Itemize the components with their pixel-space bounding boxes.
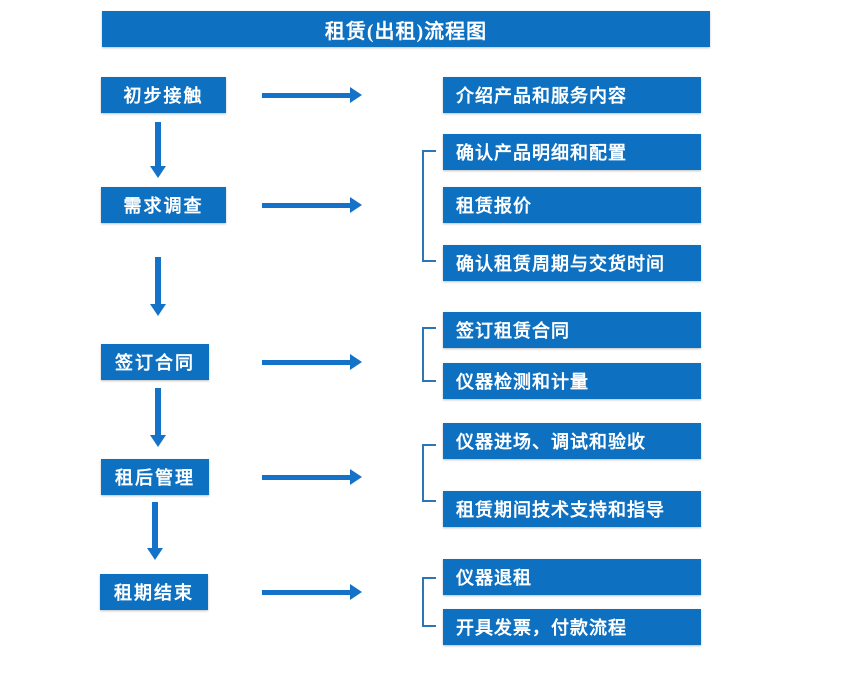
detail-box-return: 仪器退租 xyxy=(443,559,701,595)
detail-box-install-accept: 仪器进场、调试和验收 xyxy=(443,423,701,459)
arrow-right-icon xyxy=(262,469,362,485)
arrow-down-icon xyxy=(150,257,166,316)
chart-title-bar: 租赁(出租)流程图 xyxy=(102,11,710,47)
detail-box-rental-quote: 租赁报价 xyxy=(443,187,701,223)
step-box-initial-contact: 初步接触 xyxy=(101,77,226,113)
arrow-down-icon xyxy=(147,502,163,560)
detail-box-tech-support: 租赁期间技术支持和指导 xyxy=(443,491,701,527)
detail-box-sign-lease: 签订租赁合同 xyxy=(443,312,701,348)
detail-box-confirm-period: 确认租赁周期与交货时间 xyxy=(443,245,701,281)
arrow-right-icon xyxy=(262,197,362,213)
detail-box-confirm-config: 确认产品明细和配置 xyxy=(443,134,701,170)
detail-box-intro-products: 介绍产品和服务内容 xyxy=(443,77,701,113)
detail-box-instrument-test: 仪器检测和计量 xyxy=(443,363,701,399)
group-bracket xyxy=(422,444,436,502)
arrow-right-icon xyxy=(262,87,362,103)
arrow-down-icon xyxy=(150,122,166,178)
arrow-right-icon xyxy=(262,354,362,370)
chart-title: 租赁(出租)流程图 xyxy=(324,20,488,43)
step-box-lease-end: 租期结束 xyxy=(100,574,208,610)
arrow-right-icon xyxy=(262,584,362,600)
step-box-post-rental: 租后管理 xyxy=(101,459,209,495)
step-box-sign-contract: 签订合同 xyxy=(101,344,209,380)
group-bracket xyxy=(422,577,436,627)
arrow-down-icon xyxy=(150,388,166,447)
group-bracket xyxy=(422,150,436,262)
step-box-needs-survey: 需求调查 xyxy=(101,187,226,223)
group-bracket xyxy=(422,327,436,382)
detail-box-invoice-payment: 开具发票，付款流程 xyxy=(443,609,701,645)
